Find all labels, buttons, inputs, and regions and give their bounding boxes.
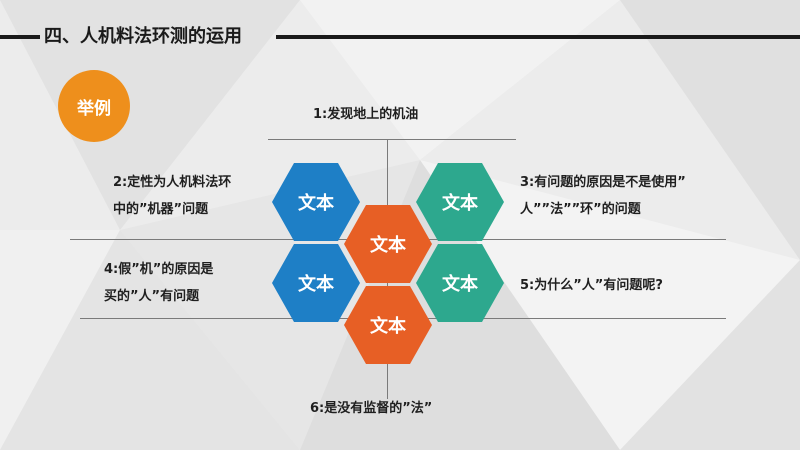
item-5-label: 5:为什么”人”有问题呢? bbox=[520, 278, 663, 293]
item-3-label-line2: 人””法””环”的问题 bbox=[520, 202, 641, 217]
item-6-label: 6:是没有监督的”法” bbox=[310, 401, 433, 416]
title-line-left bbox=[0, 35, 40, 39]
item-3-label-line1: 3:有问题的原因是不是使用” bbox=[520, 175, 686, 190]
item-2-label-line1: 2:定性为人机料法环 bbox=[113, 175, 232, 190]
item-2-label-line2: 中的”机器”问题 bbox=[113, 202, 209, 217]
top-line bbox=[268, 139, 516, 140]
item-1-label: 1:发现地上的机油 bbox=[313, 107, 419, 122]
example-badge: 举例 bbox=[58, 70, 130, 142]
page-title: 四、人机料法环测的运用 bbox=[44, 26, 242, 47]
title-line-right bbox=[276, 35, 800, 39]
item-4-label-line1: 4:假”机”的原因是 bbox=[104, 262, 214, 277]
title-bar: 四、人机料法环测的运用 bbox=[0, 25, 800, 49]
item-4-label-line2: 买的”人”有问题 bbox=[104, 289, 200, 304]
